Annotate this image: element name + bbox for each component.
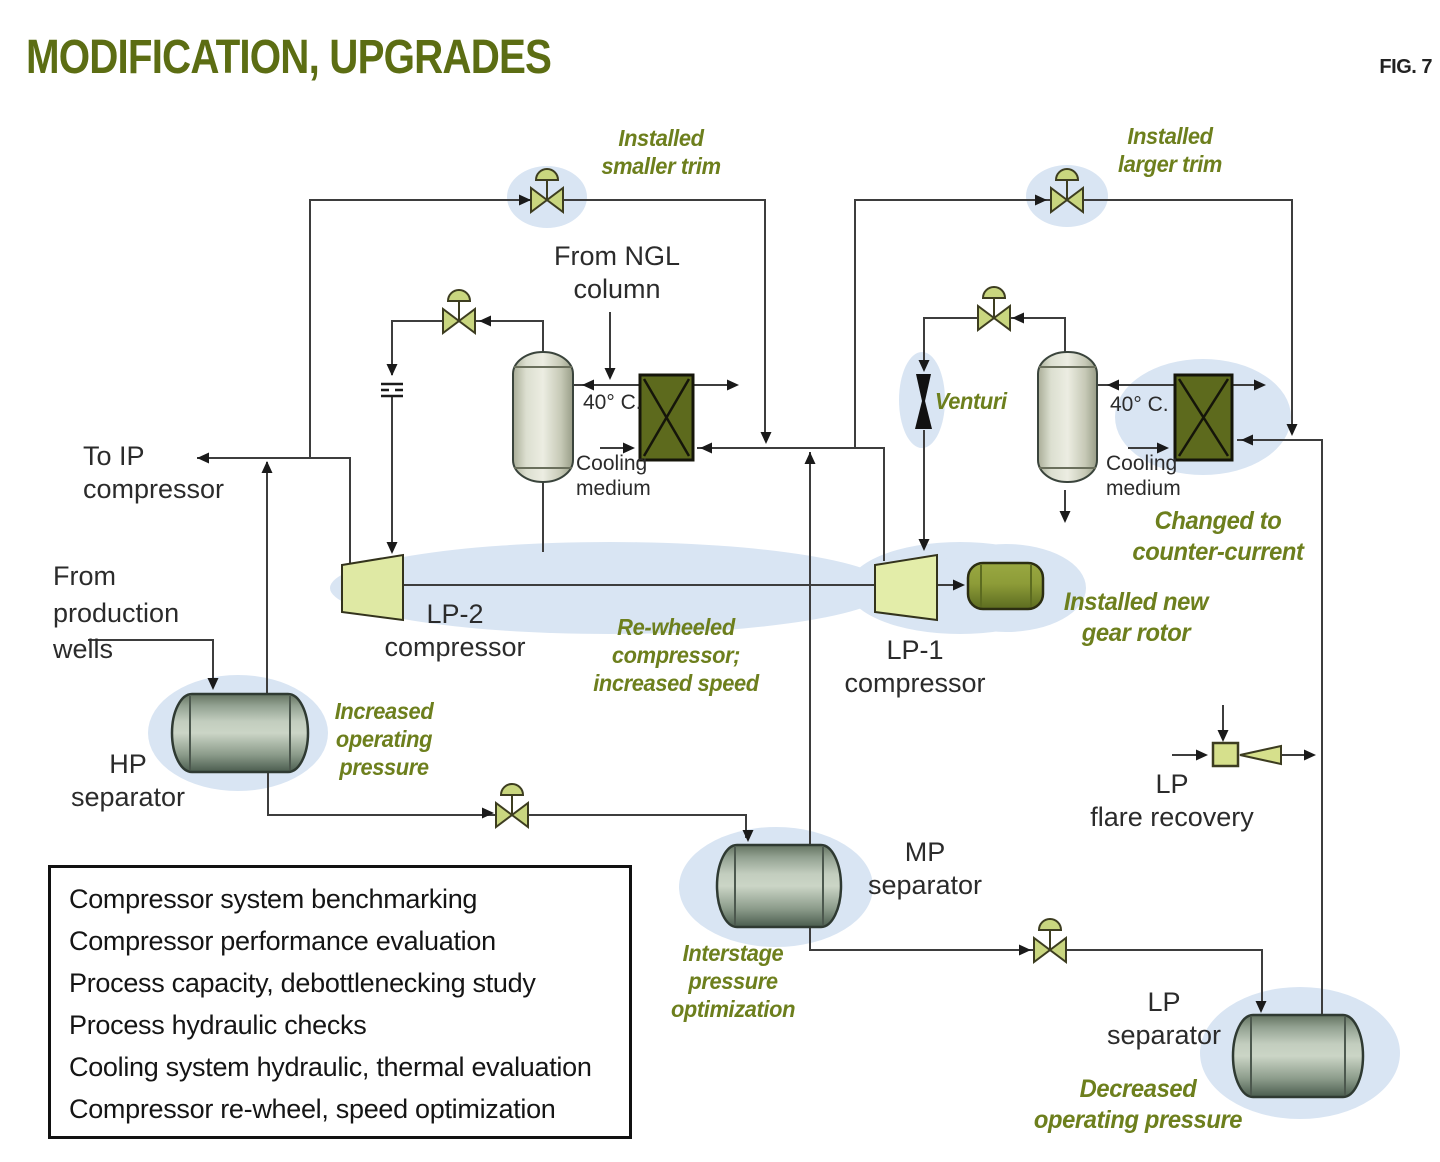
highlight-shaft (330, 542, 890, 634)
annotation-rewheeled: Re-wheeled compressor; increased speed (593, 614, 759, 697)
label-cooling-medium-left: Cooling medium (576, 452, 651, 500)
line-break-symbol (381, 382, 403, 398)
pipe-hp-liquid (267, 772, 747, 838)
pipe-production-wells (88, 639, 214, 686)
suction-scrubber-left (512, 351, 574, 483)
annotation-counter-current: Changed to counter-current (1132, 507, 1304, 566)
lp1-compressor-symbol (874, 553, 938, 622)
venturi-symbol (915, 374, 932, 429)
valve-hp-outlet (495, 783, 529, 828)
annotation-decreased-pressure: Decreased operating pressure (1033, 1075, 1243, 1134)
study-checklist-box: Compressor system benchmarking Compresso… (48, 865, 632, 1139)
label-to-ip-compressor: To IP compressor (83, 441, 225, 504)
flow-arrows (197, 194, 1316, 1013)
label-temp-right: 40° C. (1110, 393, 1169, 416)
flare-recovery-ejector (1211, 741, 1282, 768)
annotation-gear-rotor: Installed new gear rotor (1063, 588, 1209, 647)
checklist-item: Compressor re-wheel, speed optimization (69, 1094, 556, 1124)
annotation-smaller-trim: Installed smaller trim (601, 125, 721, 180)
label-temp-left: 40° C. (583, 391, 642, 414)
lp-separator-symbol (1231, 1013, 1365, 1099)
label-lp1-compressor: LP-1 compressor (844, 635, 986, 698)
label-hp-separator: HP separator (70, 749, 186, 812)
pipe-right-column (1237, 439, 1323, 1016)
checklist-item: Compressor performance evaluation (69, 926, 496, 956)
checklist-item: Process capacity, debottlenecking study (69, 968, 536, 998)
label-lp2-compressor: LP-2 compressor (384, 599, 526, 662)
label-from-production-wells: From production wells (53, 561, 180, 665)
page-title: MODIFICATION, UPGRADES (26, 31, 552, 84)
checklist-item: Compressor system benchmarking (69, 884, 478, 914)
annotation-increased-pressure: Increased operating pressure (334, 698, 434, 781)
valve-mp-outlet (1033, 918, 1067, 963)
annotation-interstage: Interstage pressure optimization (670, 940, 796, 1023)
label-from-ngl-column: From NGL column (553, 241, 680, 304)
label-cooling-medium-right: Cooling medium (1106, 452, 1181, 500)
cooler-right (1173, 373, 1234, 462)
gear-rotor-symbol (966, 561, 1045, 611)
valve-left-recycle (442, 289, 476, 334)
hp-separator-symbol (170, 692, 310, 774)
annotation-venturi: Venturi (934, 388, 1007, 414)
valve-right-recycle (977, 286, 1011, 331)
cooler-left (638, 373, 695, 462)
label-mp-separator: MP separator (867, 837, 983, 900)
label-lp-separator: LP separator (1106, 987, 1222, 1050)
checklist-item: Process hydraulic checks (69, 1010, 367, 1040)
checklist-item: Cooling system hydraulic, thermal evalua… (69, 1052, 592, 1082)
figure-number: FIG. 7 (1379, 56, 1432, 78)
pipe-to-ip (197, 457, 351, 563)
pipe-interchange (697, 447, 885, 561)
label-lp-flare-recovery: LP flare recovery (1090, 769, 1254, 832)
suction-scrubber-right (1037, 351, 1098, 483)
lp2-compressor-symbol (341, 553, 404, 622)
annotation-larger-trim: Installed larger trim (1118, 123, 1222, 178)
mp-separator-symbol (715, 843, 843, 929)
